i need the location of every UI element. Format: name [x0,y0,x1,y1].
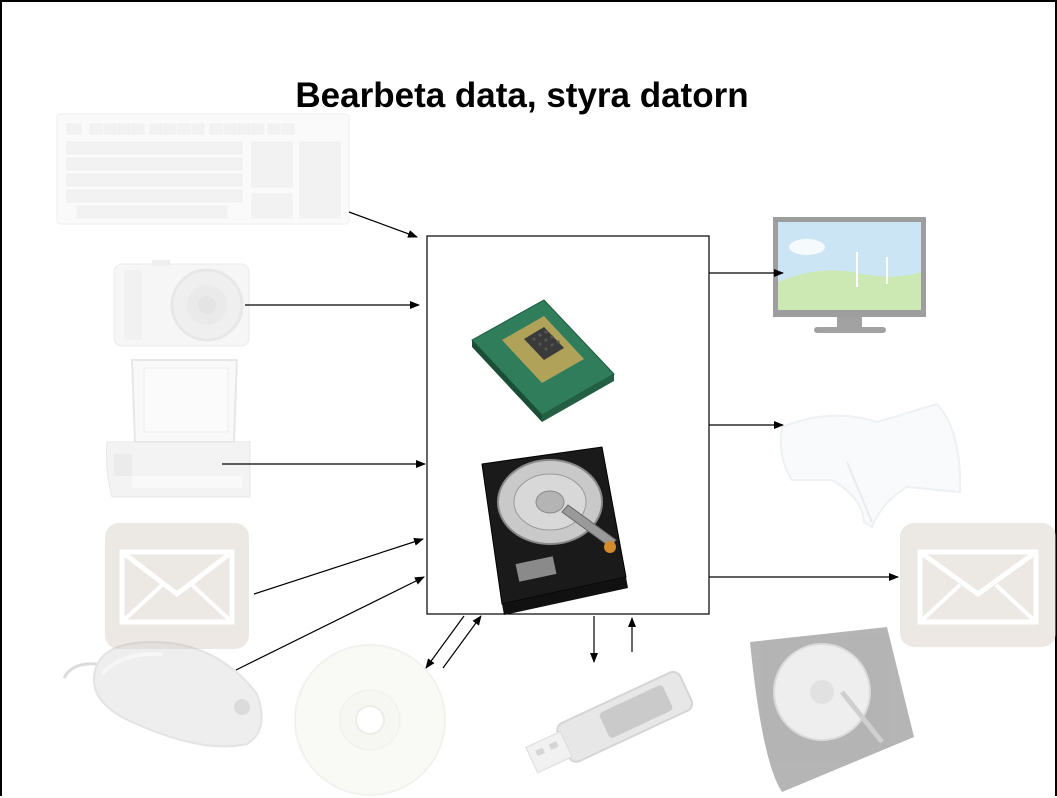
scanner-icon [106,359,251,498]
usb-stick-icon [525,670,694,774]
cd-icon [294,644,446,796]
mouse-icon [62,640,263,748]
keyboard-icon [56,113,350,225]
camera-icon [113,260,250,347]
arrows-output [709,269,899,581]
slide-title: Bearbeta data, styra datorn [295,76,749,115]
email-in-icon [105,523,249,649]
printer-icon [779,402,962,529]
monitor-icon [773,217,926,333]
email-out-icon [900,523,1056,647]
hard-drive-external-icon [750,627,914,792]
cpu-icon [471,299,615,422]
hard-drive-icon [481,446,628,615]
arrows-bidirectional [425,615,636,669]
arrows-input [222,211,426,671]
